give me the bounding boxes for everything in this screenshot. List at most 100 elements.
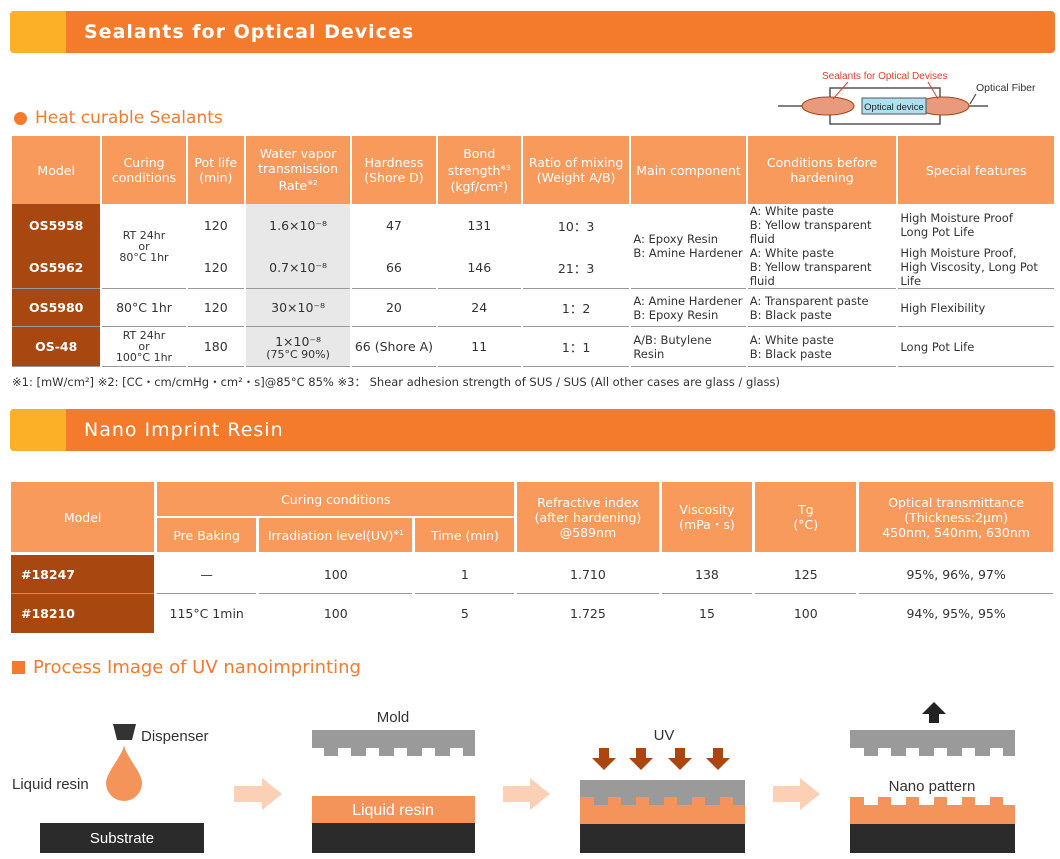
substrate-label: Substrate [90,830,154,847]
time-cell: 5 [460,606,469,621]
model-cell: #18247 [11,555,155,594]
model-cell: OS5962 [12,246,101,289]
mold-label: Mold [377,709,410,726]
subtitle-text: Process Image of UV nanoimprinting [33,657,361,678]
step-4: Nano pattern [850,702,1015,853]
ratio-cell: 21：3 [522,246,630,289]
feat-cell: High Flexibility [898,289,1054,327]
time-cell: 1 [415,555,515,594]
feat-cell: High Moisture Proof,High Viscosity, Long… [898,246,1054,289]
table-row: OS5980 80°C 1hr 120 30×10⁻⁸ 20 24 1：2 A:… [12,289,1054,327]
model-cell: OS-48 [12,327,101,367]
main-cell: A/B: Butylene Resin [631,327,746,367]
curing-cell: 80°C 1hr [102,289,186,327]
mold-pressed [580,780,745,805]
header-curing: Curing conditions [102,136,186,204]
arrow-right-icon [234,778,282,810]
refractive-cell: 1.710 [517,555,659,594]
step-3: UV [580,727,745,853]
section-banner-sealants: Sealants for Optical Devices [10,11,1055,53]
prebake-cell: 115°C 1min [169,606,244,621]
header-bond: Bond strength※3(kgf/cm²) [437,136,521,204]
model-cell: OS5958 [12,204,101,246]
arrow-right-icon [773,778,820,810]
bond-cell: 146 [437,246,521,289]
substrate-block [580,824,745,853]
subtitle-text: Heat curable Sealants [35,108,223,128]
bullet-dot [14,111,27,125]
pot-cell: 180 [187,327,244,367]
header-irradiation: Irradiation level(UV)※1 [259,518,413,552]
hardness-cell: 66 (Shore A) [352,327,436,367]
optical-cell: 94%, 95%, 95% [906,606,1006,621]
bond-cell: 11 [437,327,521,367]
banner-title: Nano Imprint Resin [84,419,284,441]
substrate-block [312,823,475,853]
hardness-cell: 20 [352,289,436,327]
ratio-cell: 1：2 [522,289,630,327]
dispenser-label: Dispenser [141,728,209,745]
viscosity-cell: 15 [699,606,715,621]
optical-device-box [861,97,927,115]
substrate-block [40,823,204,853]
header-ratio: Ratio of mixing (Weight A/B) [522,136,630,204]
header-optical: Optical transmittance(Thickness:2μm)450n… [859,482,1053,552]
nano-table: Model Curing conditions Refractive index… [8,482,1056,633]
header-conditions: Conditions before hardening [747,136,897,204]
ratio-cell: 10：3 [557,218,595,234]
table-row: OS5962 120 0.7×10⁻⁸ 66 146 21：3 A: White… [12,246,1054,289]
banner-tab [10,409,66,451]
bond-cell: 24 [437,289,521,327]
pot-cell: 120 [203,217,228,233]
header-wvtr: Water vapor transmission Rate※2 [245,136,351,204]
footnote: ※1: [mW/cm²] ※2: [CC・cm/cmHg・cm²・s]@85°C… [12,375,781,389]
uv-label: UV [654,727,675,744]
hardness-cell: 47 [385,217,402,233]
liquid-resin-label: Liquid resin [352,802,434,819]
optical-cell: 95%, 96%, 97% [859,555,1053,594]
header-time: Time (min) [415,518,515,552]
step-1: Dispenser Liquid resin Substrate [12,724,209,853]
refractive-cell: 1.725 [570,606,606,621]
header-features: Special features [898,136,1054,204]
optical-fiber-label: Optical Fiber [976,82,1036,94]
substrate-block [850,824,1015,853]
irradiation-cell: 100 [323,606,348,621]
mold-lifted [850,730,1015,756]
nano-pattern-layer [850,797,1015,824]
header-curing: Curing conditions [157,482,515,519]
liquid-resin-label: Liquid resin [12,776,89,793]
feat-cell: Long Pot Life [898,327,1054,367]
model-cell: #18210 [11,594,155,633]
section-banner-nano: Nano Imprint Resin [10,409,1055,451]
header-hardness: Hardness (Shore D) [352,136,436,204]
liquid-resin-layer [312,796,475,823]
process-title: Process Image of UV nanoimprinting [12,657,361,678]
header-prebake: Pre Baking [157,518,257,552]
header-tg: Tg(°C) [755,482,857,552]
table-row: #18247 — 100 1 1.710 138 125 95%, 96%, 9… [11,555,1053,594]
table-row: #18210 115°C 1min 100 5 1.725 15 100 94%… [11,594,1053,633]
model-cell: OS5980 [12,289,101,327]
mold-block [312,730,475,756]
tg-cell: 125 [755,555,857,594]
sealants-label: Sealants for Optical Devises [822,71,948,82]
pot-cell: 120 [187,289,244,327]
bullet-square [12,661,25,674]
arrow-up-icon [922,702,946,723]
wvtr-cell: 30×10⁻⁸ [245,289,351,327]
banner-title: Sealants for Optical Devices [84,21,415,43]
ratio-cell: 1：1 [522,327,630,367]
banner-tab [10,11,66,53]
wvtr-cell: 0.7×10⁻⁸ [245,246,351,289]
wvtr-cell: 1×10⁻⁸(75°C 90%) [245,327,351,367]
tg-cell: 100 [793,606,818,621]
header-model: Model [12,136,101,204]
pot-cell: 120 [187,246,244,289]
